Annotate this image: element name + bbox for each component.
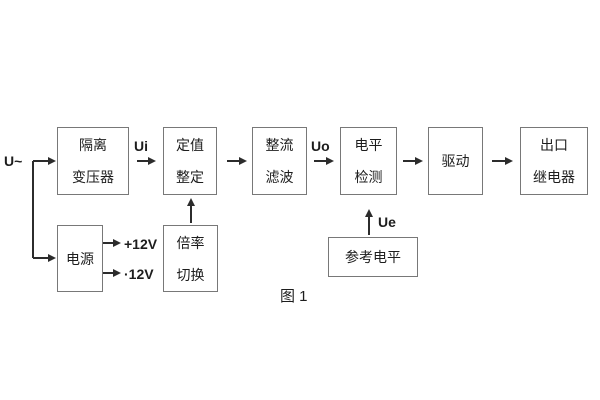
- block-rectifier-filter-line1: 整流: [265, 137, 294, 153]
- arrow-setting-to-rectifier-arrowhead-icon: [239, 157, 247, 165]
- block-level-detection-line1: 电平: [354, 137, 383, 153]
- block-output-relay-line2: 继电器: [533, 169, 575, 185]
- input-signal-label: U~: [4, 153, 23, 169]
- block-power-supply: 电源: [57, 225, 103, 292]
- block-ratio-switch-line2: 切换: [176, 266, 205, 283]
- block-driver: 驱动: [428, 127, 483, 195]
- block-isolation-transformer-line1: 隔离: [79, 137, 107, 153]
- figure-caption: 图 1: [280, 288, 308, 305]
- arrow-driver-to-relay-arrowhead-icon: [505, 157, 513, 165]
- input-branch-line: [32, 161, 34, 258]
- arrow-ui-line: [137, 160, 149, 162]
- arrow-plus12-arrowhead-icon: [113, 239, 121, 247]
- power-label-plus12: +12V: [124, 236, 158, 252]
- block-level-detection-line2: 检测: [354, 169, 383, 185]
- arrow-plus12-line: [103, 242, 114, 244]
- block-rectifier-filter-line2: 滤波: [265, 169, 294, 185]
- input-arrowhead-icon: [48, 157, 56, 165]
- power-label-minus12: ·12V: [124, 266, 154, 282]
- block-ratio-switch: 倍率 切换: [163, 225, 218, 292]
- arrow-detection-to-driver-arrowhead-icon: [415, 157, 423, 165]
- block-output-relay: 出口 继电器: [520, 127, 588, 195]
- block-ratio-switch-line1: 倍率: [176, 234, 205, 251]
- arrow-minus12-line: [103, 272, 114, 274]
- block-setpoint-setting-line1: 定值: [176, 137, 204, 153]
- signal-label-uo: Uo: [311, 138, 330, 154]
- input-line: [33, 160, 49, 162]
- block-setpoint-setting-line2: 整定: [176, 169, 204, 185]
- block-output-relay-line1: 出口: [540, 137, 568, 153]
- signal-label-ue: Ue: [378, 214, 396, 230]
- block-power-supply-line1: 电源: [66, 250, 94, 267]
- arrow-driver-to-relay-line: [492, 160, 506, 162]
- block-rectifier-filter: 整流 滤波: [252, 127, 307, 195]
- block-driver-line1: 驱动: [441, 153, 470, 169]
- block-setpoint-setting: 定值 整定: [163, 127, 217, 195]
- arrow-setting-to-rectifier-line: [227, 160, 240, 162]
- signal-label-ui: Ui: [134, 138, 148, 154]
- arrow-reference-to-detection-arrowhead-icon: [365, 209, 373, 217]
- arrow-minus12-arrowhead-icon: [113, 269, 121, 277]
- arrow-detection-to-driver-line: [403, 160, 416, 162]
- block-isolation-transformer: 隔离 变压器: [57, 127, 129, 195]
- arrow-ratio-to-setting-line: [190, 205, 192, 223]
- block-reference-level-line1: 参考电平: [345, 249, 401, 265]
- block-level-detection: 电平 检测: [340, 127, 397, 195]
- block-isolation-transformer-line2: 变压器: [72, 169, 114, 185]
- arrow-ratio-to-setting-arrowhead-icon: [187, 198, 195, 206]
- power-input-arrowhead-icon: [48, 254, 56, 262]
- arrow-uo-line: [314, 160, 327, 162]
- arrow-ui-arrowhead-icon: [148, 157, 156, 165]
- arrow-uo-arrowhead-icon: [326, 157, 334, 165]
- arrow-reference-to-detection-line: [368, 217, 370, 235]
- power-input-line: [33, 257, 49, 259]
- block-reference-level: 参考电平: [328, 237, 418, 277]
